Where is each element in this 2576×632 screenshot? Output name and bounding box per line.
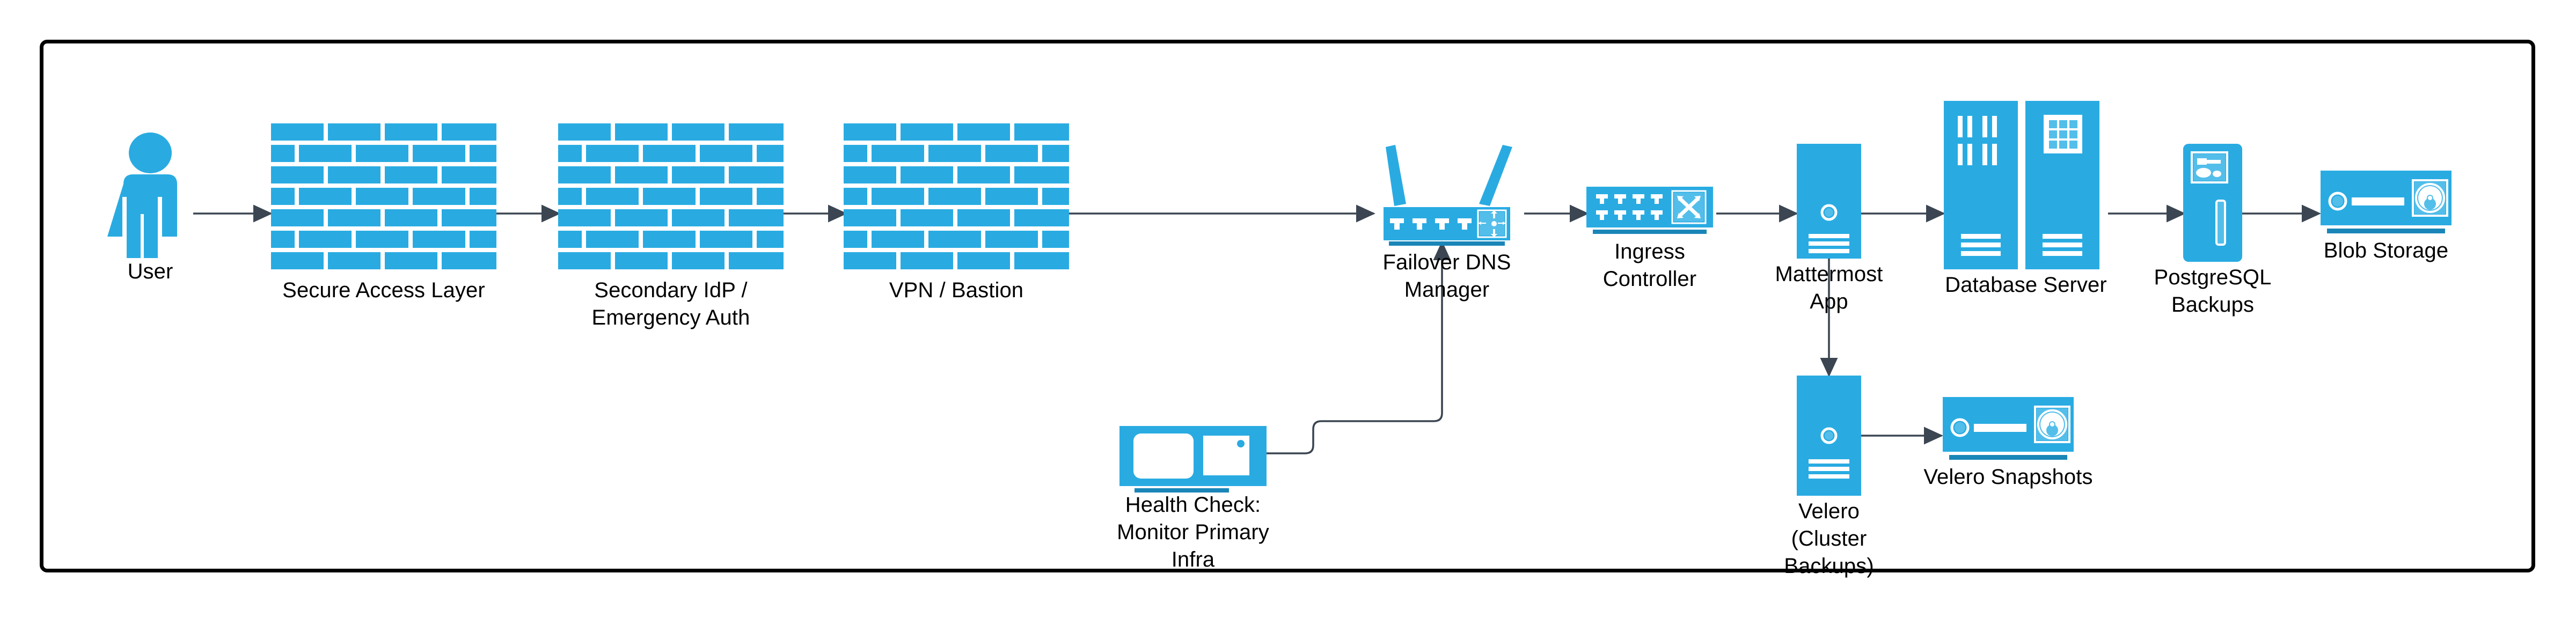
router-icon [1384, 145, 1512, 246]
node-blob-storage[interactable]: Blob Storage [2317, 171, 2455, 262]
user-icon [107, 133, 177, 258]
monitor-icon [1119, 426, 1267, 493]
node-postgres-backups-label: PostgreSQL Backups [2154, 266, 2272, 317]
node-failover-dns-label: Failover DNS Manager [1382, 251, 1511, 302]
firewall-icon [271, 123, 496, 269]
node-velero-snapshots-label: Velero Snapshots [1923, 465, 2093, 489]
backup-tower-icon [2183, 144, 2242, 262]
node-database-server[interactable]: Database Server [1944, 101, 2108, 297]
storage-icon [2321, 171, 2451, 233]
node-velero[interactable]: Velero (Cluster Backups) [1784, 376, 1874, 578]
node-secondary-idp[interactable]: Secondary IdP / Emergency Auth [558, 123, 784, 329]
node-health-check-label: Health Check: Monitor Primary Infra [1117, 493, 1269, 572]
firewall-icon [558, 123, 784, 269]
node-secure-access[interactable]: Secure Access Layer [271, 123, 496, 302]
node-postgres-backups[interactable]: PostgreSQL Backups [2154, 144, 2271, 317]
node-user[interactable]: User [107, 131, 193, 283]
node-ingress-label: Ingress Controller [1602, 240, 1697, 291]
switch-icon [1586, 187, 1713, 234]
firewall-icon [844, 123, 1069, 269]
node-database-server-label: Database Server [1945, 273, 2107, 297]
node-vpn-bastion-label: VPN / Bastion [889, 278, 1024, 302]
node-secondary-idp-label: Secondary IdP / Emergency Auth [591, 278, 750, 330]
node-vpn-bastion[interactable]: VPN / Bastion [844, 123, 1069, 302]
node-velero-snapshots[interactable]: Velero Snapshots [1923, 397, 2092, 489]
node-ingress[interactable]: Ingress Controller [1583, 187, 1716, 291]
node-mattermost[interactable]: Mattermost App [1775, 144, 1883, 313]
node-blob-storage-label: Blob Storage [2323, 239, 2449, 262]
storage-icon [1943, 397, 2074, 460]
node-failover-dns[interactable]: Failover DNS Manager [1367, 144, 1526, 302]
diagram-boundary [40, 40, 2535, 572]
node-velero-label: Velero (Cluster Backups) [1784, 499, 1874, 578]
node-health-check[interactable]: Health Check: Monitor Primary Infra [1117, 426, 1269, 571]
database-server-icon [1944, 101, 2099, 269]
node-secure-access-label: Secure Access Layer [282, 278, 485, 302]
node-user-label: User [127, 260, 173, 283]
server-tower-icon [1797, 376, 1861, 496]
server-tower-icon [1797, 144, 1861, 259]
node-mattermost-label: Mattermost App [1775, 262, 1883, 314]
